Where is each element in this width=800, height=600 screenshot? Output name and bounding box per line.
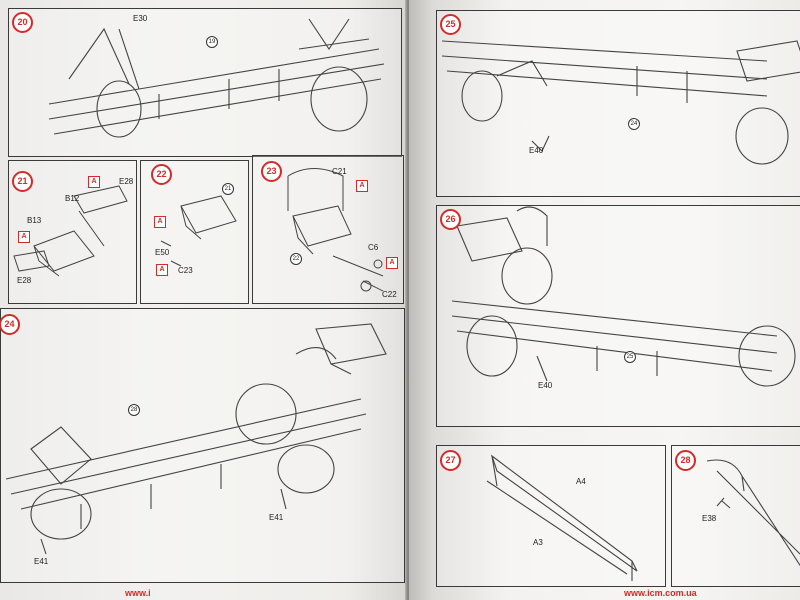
step-20-diagram — [48, 18, 385, 138]
part-e30-label: E30 — [133, 14, 148, 23]
mark-a: A — [386, 257, 398, 269]
part-c23-label: C23 — [178, 266, 193, 275]
step-22-panel: 22 21 A E50 A C23 — [140, 160, 249, 304]
step-21-diagram — [13, 185, 128, 277]
mark-a: A — [156, 264, 168, 276]
step-26-diagram — [451, 206, 796, 387]
part-e40-label: E40 — [538, 381, 553, 390]
part-a3-label: A3 — [533, 538, 543, 547]
step-24-diagram — [5, 323, 387, 555]
ref-28: 28 — [128, 404, 140, 416]
part-e40-label: E40 — [529, 146, 544, 155]
part-c6-label: C6 — [368, 243, 379, 252]
part-b12-label: B12 — [65, 194, 80, 203]
mark-a: A — [356, 180, 368, 192]
part-e28-bottom-label: E28 — [17, 276, 32, 285]
step-24-panel: 24 28 E41 E41 — [0, 308, 405, 583]
step-28-diagram — [706, 459, 800, 567]
ref-22: 22 — [290, 253, 302, 265]
step-21-panel: 21 A E28 B12 B13 A E28 — [8, 160, 137, 304]
page-gutter — [405, 0, 411, 600]
ref-24: 24 — [628, 118, 640, 130]
step-28-panel: 28 E38 — [671, 445, 800, 587]
left-footer-url: www.i — [125, 588, 151, 598]
step-27-diagram — [486, 454, 638, 581]
step-25-diagram — [441, 40, 800, 165]
step-21-number: 21 — [12, 171, 33, 192]
step-24-number: 24 — [0, 314, 20, 335]
part-e41-left-label: E41 — [34, 557, 49, 566]
part-b13-label: B13 — [27, 216, 42, 225]
part-e50-label: E50 — [155, 248, 170, 257]
right-footer-url: www.icm.com.ua — [624, 588, 697, 598]
ref-21: 21 — [222, 183, 234, 195]
step-25-panel: 25 24 E40 — [436, 10, 800, 197]
left-page: 20 E30 19 21 A E28 B12 B13 A E28 22 21 — [0, 0, 407, 600]
mark-a: A — [18, 231, 30, 243]
step-20-panel: 20 E30 19 — [8, 8, 402, 157]
part-c22-label: C22 — [382, 290, 397, 299]
step-26-number: 26 — [440, 209, 461, 230]
part-a4-label: A4 — [576, 477, 586, 486]
part-e28-top-label: E28 — [119, 177, 134, 186]
mark-a: A — [154, 216, 166, 228]
step-23-number: 23 — [261, 161, 282, 182]
step-27-number: 27 — [440, 450, 461, 471]
step-28-number: 28 — [675, 450, 696, 471]
part-e41-right-label: E41 — [269, 513, 284, 522]
step-25-number: 25 — [440, 14, 461, 35]
part-c21-label: C21 — [332, 167, 347, 176]
ref-25: 25 — [624, 351, 636, 363]
step-20-number: 20 — [12, 12, 33, 33]
step-26-panel: 26 25 E40 — [436, 205, 800, 427]
step-22-diagram — [160, 195, 237, 267]
right-page: 25 24 E40 26 25 E40 — [409, 0, 800, 600]
part-e38-label: E38 — [702, 514, 717, 523]
step-27-panel: 27 A4 A3 — [436, 445, 666, 587]
step-23-diagram — [287, 168, 384, 292]
step-23-panel: 23 C21 A C6 22 A C22 — [252, 155, 404, 304]
step-22-number: 22 — [151, 164, 172, 185]
mark-a: A — [88, 176, 100, 188]
ref-19: 19 — [206, 36, 218, 48]
